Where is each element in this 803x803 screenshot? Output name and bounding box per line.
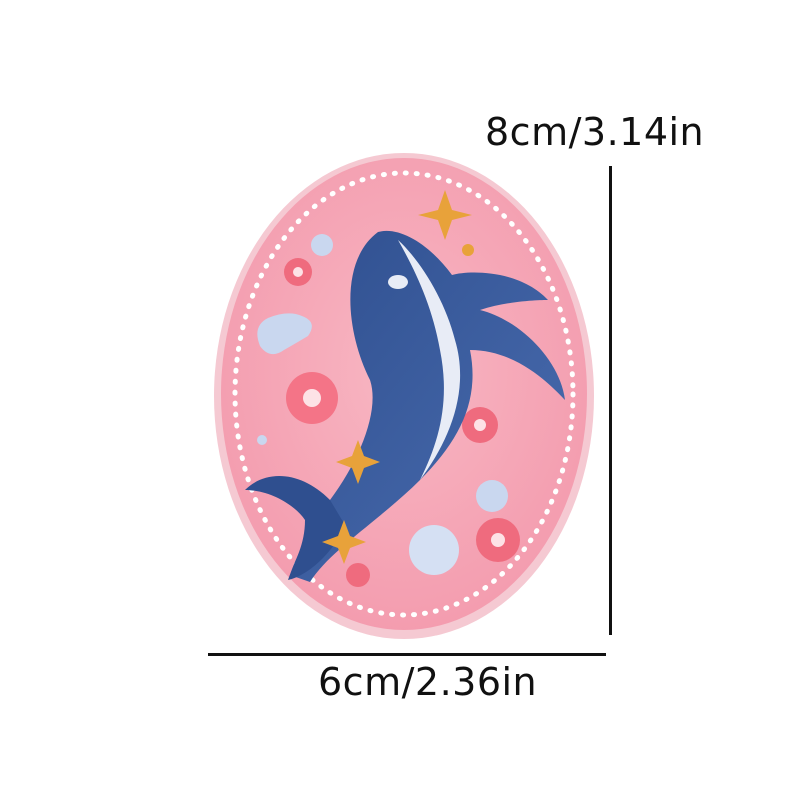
height-dimension-line <box>609 166 612 635</box>
star-decorations <box>322 190 474 564</box>
width-dimension-label: 6cm/2.36in <box>318 660 538 704</box>
width-dimension-line <box>208 653 606 656</box>
whale-figure <box>245 230 565 582</box>
flower-decorations <box>284 258 520 587</box>
patch-stitch-border <box>232 170 576 618</box>
height-dimension-label: 8cm/3.14in <box>485 110 705 154</box>
